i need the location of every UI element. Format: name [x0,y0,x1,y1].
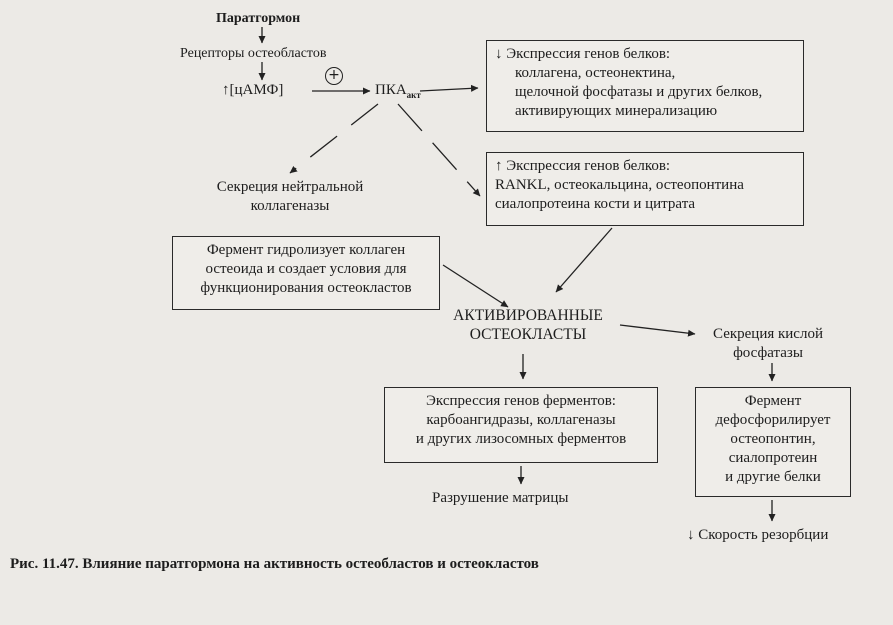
secretion-acid-line: фосфатазы [733,345,803,361]
parathormone-label: Паратгормон [216,11,301,26]
secretion-neutral-line: коллагеназы [250,198,330,214]
receptors-label: Рецепторы остеобластов [180,46,327,61]
box4-line: Экспрессия генов ферментов: [426,393,616,409]
arrow-pka-box2 [397,103,481,197]
secretion-neutral-line: Секреция нейтральной [216,179,364,195]
arrow-pka-secretion [289,103,379,174]
box5-line: дефосфорилирует [715,412,831,428]
box1-line: активирующих минерализацию [515,103,718,119]
box-enzyme-hydrolyzes: Фермент гидролизует коллаген остеоида и … [172,236,440,310]
box3-line: функционирования остеокластов [200,280,412,296]
box5-line: и другие белки [725,469,821,485]
plus-sign: + [325,67,343,85]
box3-line: Фермент гидролизует коллаген [206,242,406,258]
arrow-pka-box1 [419,84,479,92]
arrow-box3-activated [442,264,509,308]
box5-line: Фермент [744,393,802,409]
box5-line: остеопонтин, [730,431,816,447]
box2-line: RANKL, остеокальцина, остеопонтина [495,177,744,193]
box2-line: сиалопротеина кости и цитрата [495,196,696,212]
box1-line: ↓ Экспрессия генов белков: [495,46,671,62]
secretion-acid-line: Секреция кислой [713,326,823,342]
box1-line: щелочной фосфатазы и других белков, [515,84,763,100]
secretion-acid-phosphatase: Секреция кислой фосфатазы [698,325,838,363]
camp-label: ↑[цАМФ] [222,82,284,98]
pka-label: ПКАакт [375,81,421,105]
activated-osteoclasts: АКТИВИРОВАННЫЕ ОСТЕОКЛАСТЫ [438,306,618,344]
arrow-activated-secretion [619,324,696,337]
box-dephosphorylates: Фермент дефосфорилирует остеопонтин, сиа… [695,387,851,497]
matrix-destruction: Разрушение матрицы [432,490,569,506]
box1-line: коллагена, остеонектина, [515,65,676,81]
resorption-rate: ↓ Скорость резорбции [687,527,829,543]
pka-subscript: акт [406,90,421,100]
box-downregulated-genes: ↓ Экспрессия генов белков: коллагена, ос… [486,40,804,132]
box4-line: карбоангидразы, коллагеназы [426,412,616,428]
activated-line: ОСТЕОКЛАСТЫ [469,326,587,343]
box3-line: остеоида и создает условия для [205,261,407,277]
activated-line: АКТИВИРОВАННЫЕ [453,307,603,324]
box4-line: и других лизосомных ферментов [415,431,627,447]
box5-line: сиалопротеин [728,450,818,466]
arrow-box2-activated [555,227,613,293]
box2-line: ↑ Экспрессия генов белков: [495,158,671,174]
box-upregulated-genes: ↑ Экспрессия генов белков: RANKL, остеок… [486,152,804,226]
secretion-neutral-collagenase: Секреция нейтральной коллагеназы [200,178,380,216]
figure-caption: Рис. 11.47. Влияние паратгормона на акти… [10,556,539,572]
box-enzyme-genes: Экспрессия генов ферментов: карбоангидра… [384,387,658,463]
pka-text: ПКА [375,82,407,98]
